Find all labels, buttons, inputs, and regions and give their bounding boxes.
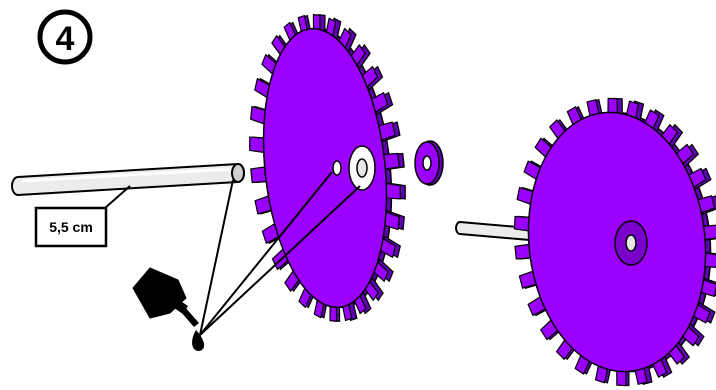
left-gear-pin-hole: [333, 161, 341, 175]
washer: [415, 141, 443, 185]
glue-bottle: [133, 268, 204, 351]
length-label: 5,5 cm: [49, 219, 93, 235]
right-gear-hub-hole: [626, 235, 636, 251]
length-callout: 5,5 cm: [36, 186, 130, 246]
glue-bottle-nozzle: [180, 306, 199, 327]
washer-hole: [423, 156, 431, 170]
glue-line-rod: [200, 180, 233, 335]
left-gear: [250, 15, 406, 322]
right-gear: [514, 98, 716, 385]
step-number: 4: [56, 20, 75, 58]
axle-rod-end: [232, 164, 244, 182]
left-gear-hub-hole: [357, 159, 367, 177]
axle-rod: [12, 164, 244, 195]
step-badge: 4: [40, 12, 90, 62]
